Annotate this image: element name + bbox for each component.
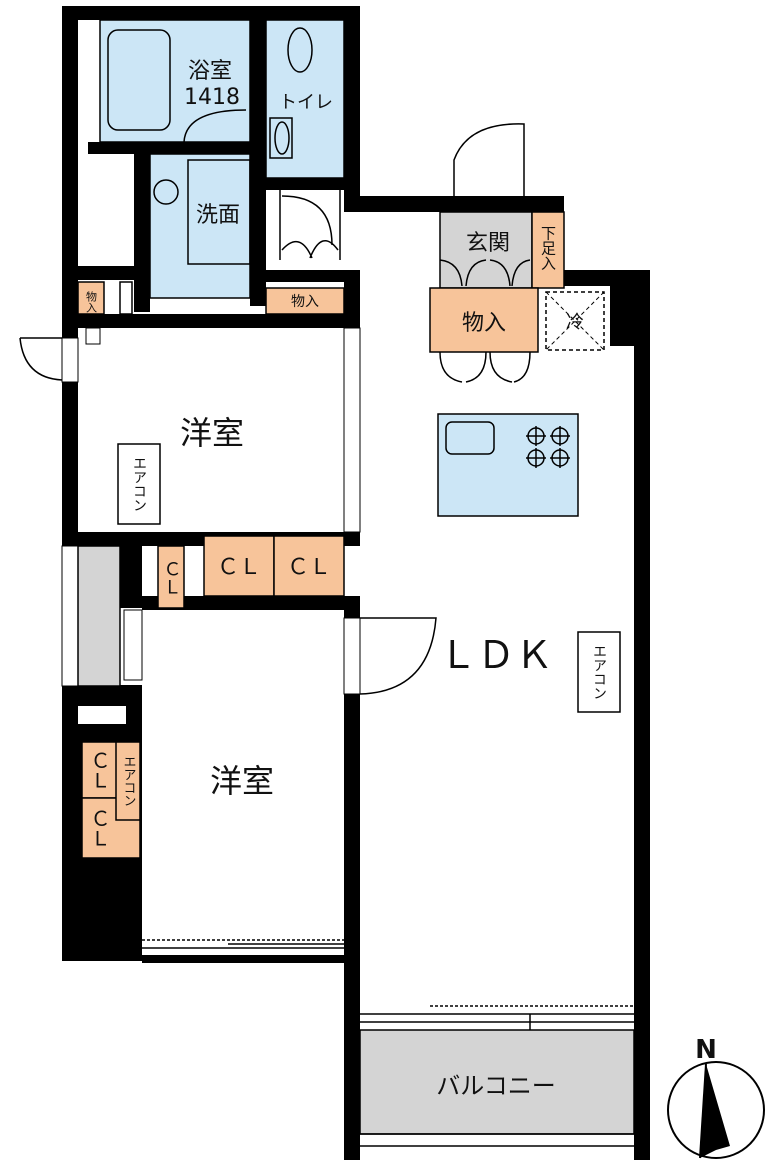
label-bath: 浴室 (188, 59, 232, 84)
toilet-bowl (287, 27, 313, 73)
shoe-storage (531, 211, 565, 289)
aircon-2-box (115, 741, 141, 821)
label-storage-hall: 物入 (291, 294, 319, 310)
label-closet-d: ＣＬ (87, 750, 111, 790)
fridge-space (545, 291, 605, 351)
label-bath-size: 1418 (184, 85, 240, 110)
label-closet-b: ＣＬ (287, 555, 331, 580)
label-fridge: 冷 (566, 312, 584, 333)
label-storage-kitchen: 物入 (462, 311, 506, 336)
balcony (359, 1029, 635, 1135)
storage-kitchen (429, 287, 539, 353)
label-closet-c: ＣＬ (161, 560, 182, 596)
label-aircon-1: エアコン (131, 456, 147, 512)
label-ldk: ＬＤＫ (439, 633, 553, 677)
label-aircon-3: エアコン (591, 644, 607, 700)
label-storage-small-left: 物入 (85, 290, 98, 313)
storage-hall (265, 287, 345, 315)
stove-burners (526, 426, 570, 468)
closet-c (157, 545, 185, 609)
storage-small-left (77, 281, 105, 315)
label-shoe-storage: 下足入 (539, 226, 557, 271)
kitchen-sink (445, 421, 495, 455)
label-western-room-1: 洋室 (180, 414, 244, 452)
label-washroom: 洗面 (196, 203, 240, 228)
label-balcony: バルコニー (436, 1072, 556, 1100)
label-toilet: トイレ (279, 92, 333, 113)
label-closet-e: ＣＬ (87, 808, 111, 848)
closet-b (273, 535, 345, 597)
bathtub (107, 29, 171, 131)
closet-a (203, 535, 275, 597)
wash-basin (153, 179, 179, 205)
compass-needle-icon (700, 1064, 730, 1158)
compass-north-label: N (695, 1035, 717, 1065)
aircon-3-box (577, 631, 621, 713)
label-entrance: 玄関 (466, 231, 510, 256)
compass: N (667, 1035, 765, 1159)
label-western-room-2: 洋室 (210, 762, 274, 800)
aircon-1-box (117, 443, 161, 525)
washroom (149, 153, 251, 299)
label-aircon-2: エアコン (121, 755, 136, 807)
label-closet-a: ＣＬ (217, 555, 261, 580)
